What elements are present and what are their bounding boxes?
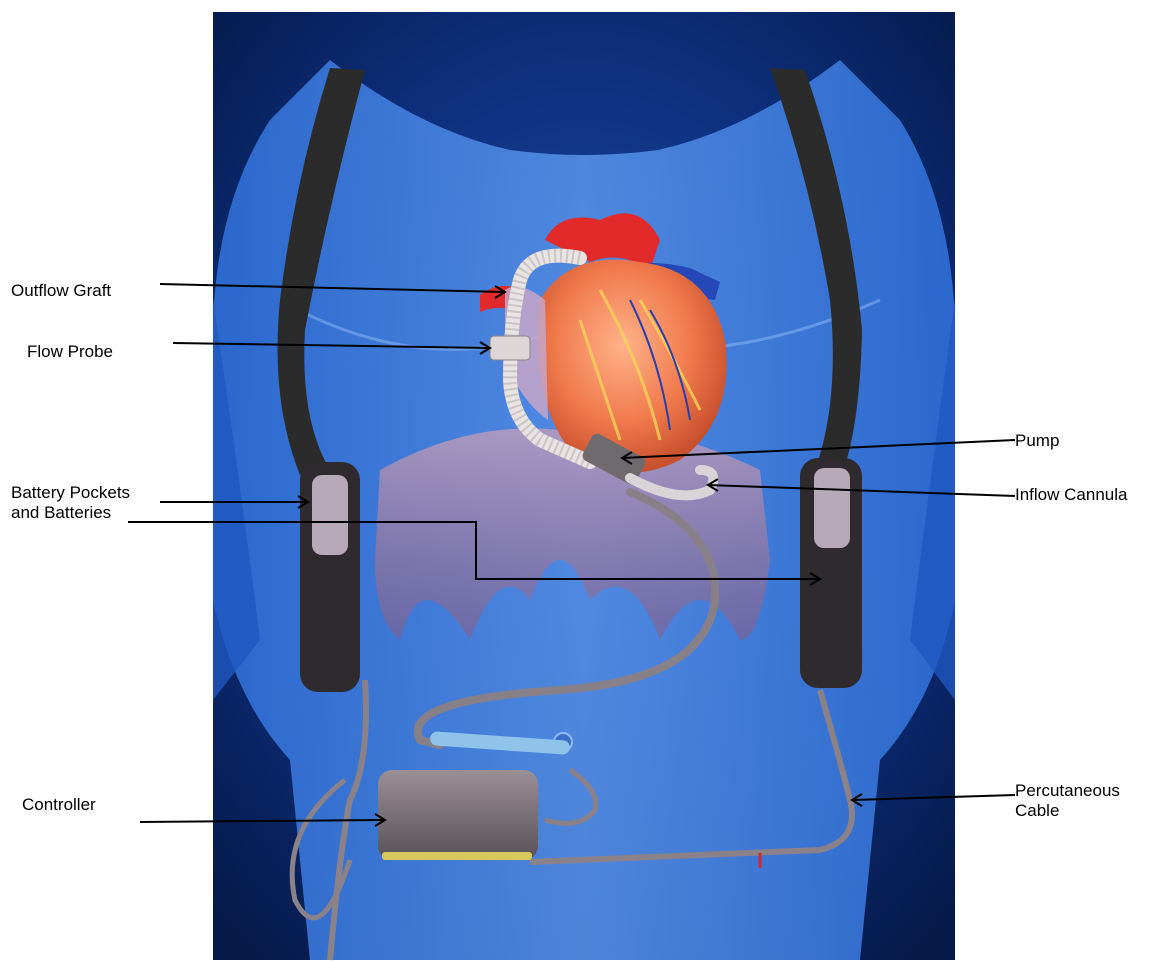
label-percutaneous-cable: Percutaneous Cable [1015, 781, 1120, 821]
controller-stripe [382, 852, 532, 860]
left-battery [814, 468, 850, 548]
flow-probe [490, 336, 530, 360]
label-controller: Controller [22, 795, 96, 815]
controller [378, 770, 538, 860]
heart [538, 260, 727, 473]
label-pump: Pump [1015, 431, 1059, 451]
label-battery-pockets: Battery Pockets and Batteries [11, 483, 130, 523]
label-outflow-graft: Outflow Graft [11, 281, 111, 301]
right-battery [312, 475, 348, 555]
label-flow-probe: Flow Probe [27, 342, 113, 362]
label-inflow-cannula: Inflow Cannula [1015, 485, 1127, 505]
